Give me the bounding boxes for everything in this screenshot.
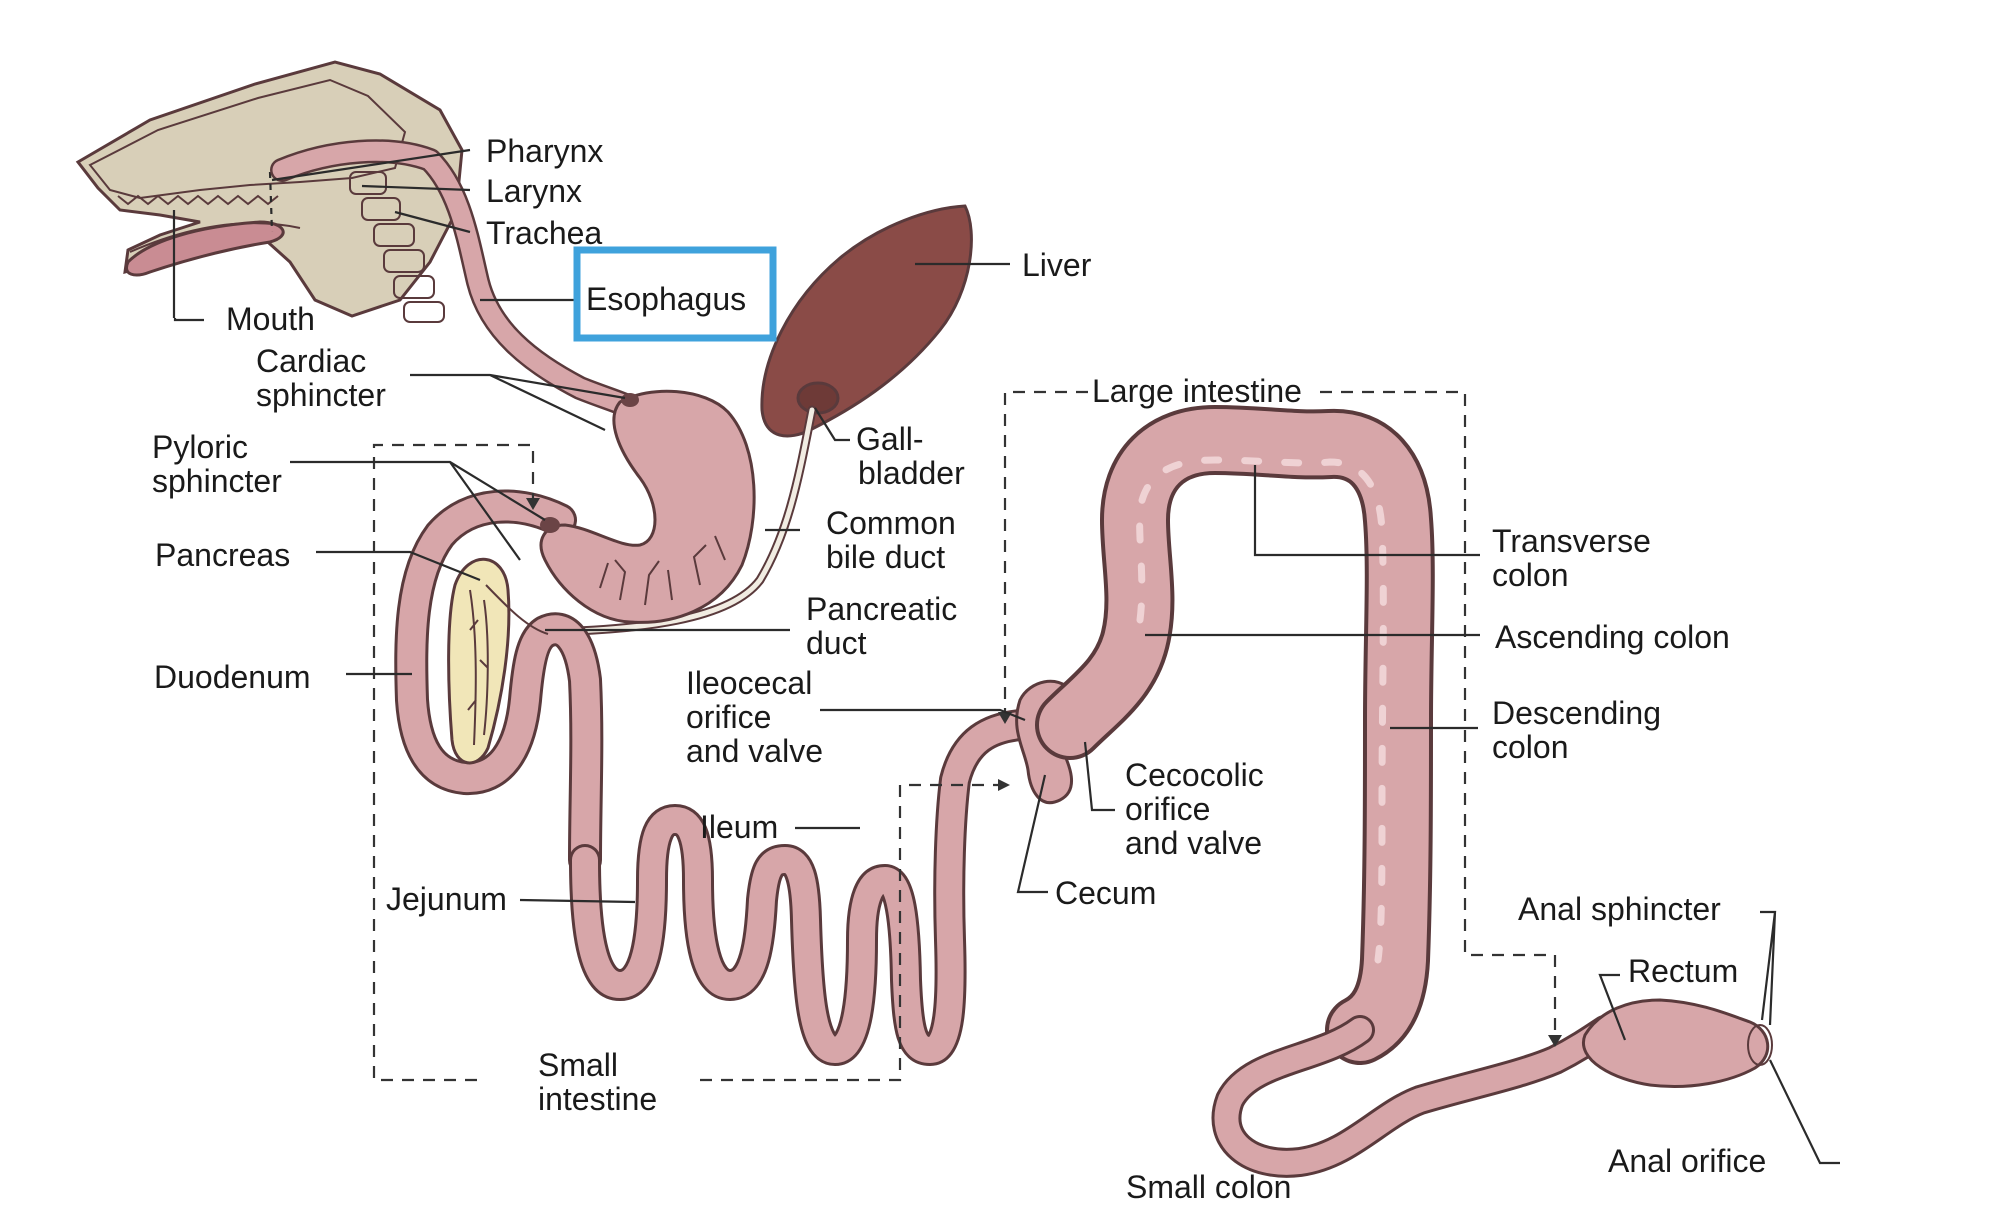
- lower-jaw: [129, 222, 301, 253]
- large-intestine-bracket: [1003, 390, 1557, 1040]
- label-duodenum: Duodenum: [154, 659, 311, 695]
- arrow-ileocecal: [998, 712, 1012, 724]
- label-cecocolic-1: Cecocolic: [1125, 757, 1264, 793]
- label-small-intestine-1: Small: [538, 1047, 618, 1083]
- label-ileocecal-2: orifice: [686, 699, 771, 735]
- tongue: [125, 220, 285, 277]
- small-colon-tube: [1211, 1015, 1620, 1178]
- leader-lines: [172, 148, 1840, 1165]
- label-gall-2: bladder: [858, 455, 965, 491]
- arrow-cecum: [998, 779, 1010, 791]
- pyloric-sphincter-marker: [540, 517, 560, 533]
- anal-sphincter-marker: [1747, 1024, 1773, 1066]
- label-common-bile-2: bile duct: [826, 539, 945, 575]
- labels: Pharynx Larynx Trachea Esophagus Mouth L…: [152, 133, 1766, 1205]
- label-mouth: Mouth: [226, 301, 315, 337]
- label-cecocolic-2: orifice: [1125, 791, 1210, 827]
- label-gall-1: Gall-: [856, 421, 924, 457]
- label-pyloric-2: sphincter: [152, 463, 282, 499]
- label-ileocecal-3: and valve: [686, 733, 823, 769]
- label-rectum: Rectum: [1628, 953, 1738, 989]
- arrow-small-intestine: [526, 498, 540, 510]
- label-ileocecal-1: Ileocecal: [686, 665, 812, 701]
- label-ileum: Ileum: [700, 809, 778, 845]
- small-intestine-tube: [569, 708, 1076, 1066]
- mouth-dash: [268, 171, 274, 233]
- teeth-upper: [117, 194, 279, 206]
- label-cardiac-2: sphincter: [256, 377, 386, 413]
- label-pancreas: Pancreas: [155, 537, 290, 573]
- liver: [760, 204, 973, 438]
- stomach-vessels: [599, 535, 726, 606]
- label-larynx: Larynx: [486, 173, 582, 209]
- label-transverse-1: Transverse: [1492, 523, 1651, 559]
- label-liver: Liver: [1022, 247, 1092, 283]
- label-pharynx: Pharynx: [486, 133, 603, 169]
- large-colon-tube: [1035, 405, 1435, 1065]
- label-cecocolic-3: and valve: [1125, 825, 1262, 861]
- label-descending-2: colon: [1492, 729, 1569, 765]
- stomach: [539, 389, 756, 624]
- cardiac-sphincter-marker: [621, 393, 639, 407]
- esophagus-highlight-box[interactable]: [573, 246, 777, 342]
- label-common-bile-1: Common: [826, 505, 956, 541]
- trachea-rings: [349, 171, 445, 323]
- label-pyloric-1: Pyloric: [152, 429, 248, 465]
- pancreatic-duct-tube: [485, 584, 549, 635]
- common-bile-duct-tube: [540, 405, 817, 637]
- label-trachea: Trachea: [486, 215, 602, 251]
- arrow-rectum: [1548, 1035, 1562, 1047]
- label-cecum: Cecum: [1055, 875, 1156, 911]
- label-ascending: Ascending colon: [1495, 619, 1730, 655]
- label-esophagus: Esophagus: [586, 281, 746, 317]
- label-descending-1: Descending: [1492, 695, 1661, 731]
- small-intestine-bracket: [372, 443, 1005, 1082]
- label-small-intestine-2: intestine: [538, 1081, 657, 1117]
- label-transverse-2: colon: [1492, 557, 1569, 593]
- label-cardiac-1: Cardiac: [256, 343, 366, 379]
- label-anal-sphincter: Anal sphincter: [1518, 891, 1721, 927]
- pancreas-detail: [467, 589, 489, 746]
- label-pancreatic-duct-2: duct: [806, 625, 867, 661]
- horse-head: [75, 60, 464, 323]
- label-anal-orifice: Anal orifice: [1608, 1143, 1766, 1179]
- label-pancreatic-duct-1: Pancreatic: [806, 591, 957, 627]
- duodenum-tube: [394, 489, 604, 877]
- rectum: [1581, 998, 1770, 1088]
- label-jejunum: Jejunum: [386, 881, 507, 917]
- label-large-intestine: Large intestine: [1092, 373, 1302, 409]
- gallbladder: [796, 381, 840, 415]
- label-small-colon: Small colon: [1126, 1169, 1291, 1205]
- esophagus-tube: [270, 139, 644, 420]
- pancreas: [447, 557, 511, 765]
- colon-haustra: [1136, 456, 1387, 964]
